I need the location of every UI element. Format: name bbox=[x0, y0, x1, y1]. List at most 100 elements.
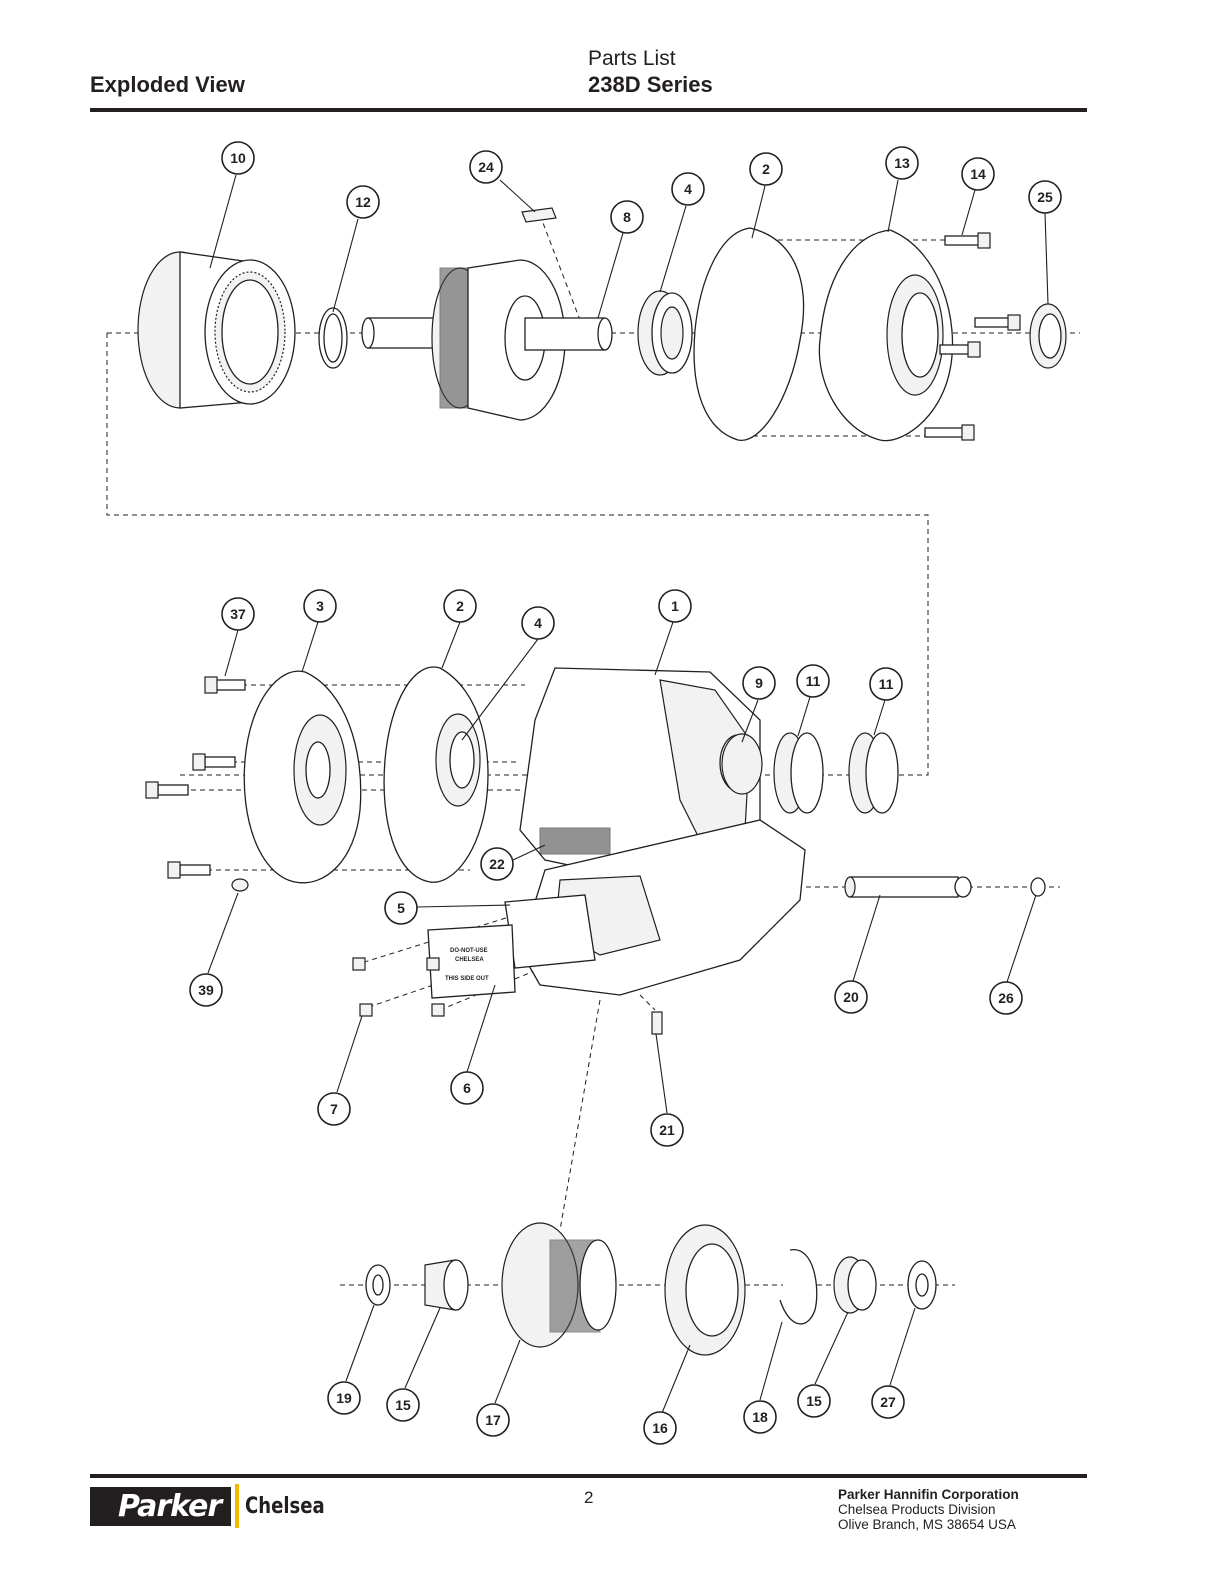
part-19-thrust-washer bbox=[365, 1264, 391, 1306]
part-16-idler-gear bbox=[664, 1224, 746, 1356]
chelsea-logo: Chelsea bbox=[245, 1493, 325, 1519]
callout-7: 7 bbox=[317, 1092, 351, 1126]
callout-25: 25 bbox=[1028, 180, 1062, 214]
callout-19: 19 bbox=[327, 1381, 361, 1415]
part-14-bolts bbox=[924, 232, 1021, 441]
part-13-cover bbox=[818, 229, 954, 442]
svg-text:19: 19 bbox=[336, 1390, 352, 1406]
callout-6: 6 bbox=[450, 1071, 484, 1105]
logo-accent-bar bbox=[235, 1484, 240, 1528]
callout-4-mid: 4 bbox=[521, 606, 555, 640]
svg-text:15: 15 bbox=[806, 1393, 822, 1409]
callout-13: 13 bbox=[885, 146, 919, 180]
callout-10: 10 bbox=[221, 141, 255, 175]
callout-15-right: 15 bbox=[797, 1384, 831, 1418]
cover-text-1: DO-NOT-USE bbox=[450, 948, 488, 954]
part-5-gasket bbox=[504, 894, 596, 969]
doc-type: Parts List bbox=[588, 47, 676, 70]
svg-text:26: 26 bbox=[998, 990, 1014, 1006]
part-10-ring-gear bbox=[137, 251, 296, 409]
part-4-bearing-mid bbox=[435, 713, 481, 807]
svg-text:11: 11 bbox=[806, 673, 821, 689]
part-37-bolts bbox=[145, 676, 246, 879]
callout-37: 37 bbox=[221, 597, 255, 631]
svg-text:3: 3 bbox=[316, 598, 324, 614]
callout-8: 8 bbox=[610, 200, 644, 234]
svg-text:6: 6 bbox=[463, 1080, 471, 1096]
callout-18: 18 bbox=[743, 1400, 777, 1434]
part-26-o-ring bbox=[1030, 877, 1046, 897]
svg-text:8: 8 bbox=[623, 209, 631, 225]
part-4-bearing-top bbox=[637, 290, 693, 376]
svg-text:9: 9 bbox=[755, 675, 763, 691]
callout-16: 16 bbox=[643, 1411, 677, 1445]
footer-rule bbox=[90, 1474, 1087, 1478]
svg-text:14: 14 bbox=[970, 166, 986, 182]
svg-text:27: 27 bbox=[880, 1394, 896, 1410]
header-block: Parts List 238D Series bbox=[588, 46, 713, 98]
svg-text:20: 20 bbox=[843, 989, 859, 1005]
svg-text:16: 16 bbox=[652, 1420, 668, 1436]
svg-text:18: 18 bbox=[752, 1409, 768, 1425]
svg-text:17: 17 bbox=[485, 1412, 501, 1428]
address: Olive Branch, MS 38654 USA bbox=[838, 1517, 1016, 1532]
svg-text:7: 7 bbox=[330, 1101, 338, 1117]
part-39-plug bbox=[231, 878, 249, 892]
callout-9: 9 bbox=[742, 666, 776, 700]
svg-text:11: 11 bbox=[879, 676, 894, 692]
part-20-idler-shaft bbox=[844, 876, 972, 898]
svg-text:12: 12 bbox=[355, 194, 371, 210]
part-24-key bbox=[521, 207, 557, 223]
callout-5: 5 bbox=[384, 891, 418, 925]
part-18-retaining-ring bbox=[779, 1249, 818, 1325]
cover-text-2: CHELSEA bbox=[455, 957, 484, 963]
svg-text:15: 15 bbox=[395, 1397, 411, 1413]
series-title: 238D Series bbox=[588, 72, 713, 97]
part-9-thrust-washer bbox=[721, 733, 763, 795]
callout-22: 22 bbox=[480, 847, 514, 881]
callout-11-left: 11 bbox=[796, 664, 830, 698]
callout-1: 1 bbox=[658, 589, 692, 623]
parker-chelsea-logo: Parker Chelsea bbox=[90, 1482, 342, 1530]
svg-text:10: 10 bbox=[230, 150, 246, 166]
page-title: Exploded View bbox=[90, 72, 245, 97]
callout-2-top: 2 bbox=[749, 152, 783, 186]
division-name: Chelsea Products Division bbox=[838, 1502, 996, 1517]
parker-logo: Parker bbox=[90, 1486, 232, 1526]
callout-15-left: 15 bbox=[386, 1388, 420, 1422]
part-15-bearing-right bbox=[833, 1256, 877, 1314]
callout-12: 12 bbox=[346, 185, 380, 219]
part-15-bearing-left bbox=[424, 1259, 469, 1311]
callout-27: 27 bbox=[871, 1385, 905, 1419]
callout-21: 21 bbox=[650, 1113, 684, 1147]
svg-text:1: 1 bbox=[671, 598, 679, 614]
svg-text:25: 25 bbox=[1037, 189, 1053, 205]
part-11-needle-bearings bbox=[773, 732, 899, 814]
company-name: Parker Hannifin Corporation bbox=[838, 1487, 1019, 1502]
callout-2-mid: 2 bbox=[443, 589, 477, 623]
callouts: 10 12 24 8 4 2 13 14 25 37 3 2 4 1 9 11 … bbox=[189, 141, 1062, 1445]
callout-26: 26 bbox=[989, 981, 1023, 1015]
svg-text:21: 21 bbox=[659, 1122, 675, 1138]
cover-text-3: THIS SIDE OUT bbox=[445, 976, 489, 982]
svg-text:24: 24 bbox=[478, 159, 494, 175]
callout-20: 20 bbox=[834, 980, 868, 1014]
svg-text:4: 4 bbox=[534, 615, 542, 631]
corporate-info: Parker Hannifin Corporation Chelsea Prod… bbox=[838, 1487, 1019, 1532]
part-2-gasket-top bbox=[693, 227, 805, 441]
part-12-snap-ring bbox=[318, 307, 348, 369]
header-rule bbox=[90, 108, 1087, 112]
svg-text:2: 2 bbox=[762, 161, 770, 177]
svg-text:13: 13 bbox=[894, 155, 910, 171]
part-7-screws bbox=[352, 957, 445, 1017]
svg-text:22: 22 bbox=[489, 856, 505, 872]
svg-text:37: 37 bbox=[230, 606, 246, 622]
part-21-plug bbox=[651, 1011, 663, 1035]
part-25-seal bbox=[1029, 303, 1067, 369]
page-number: 2 bbox=[584, 1488, 594, 1507]
part-8-shaft-gear bbox=[361, 259, 613, 421]
svg-text:5: 5 bbox=[397, 900, 405, 916]
callout-3: 3 bbox=[303, 589, 337, 623]
callout-39: 39 bbox=[189, 973, 223, 1007]
